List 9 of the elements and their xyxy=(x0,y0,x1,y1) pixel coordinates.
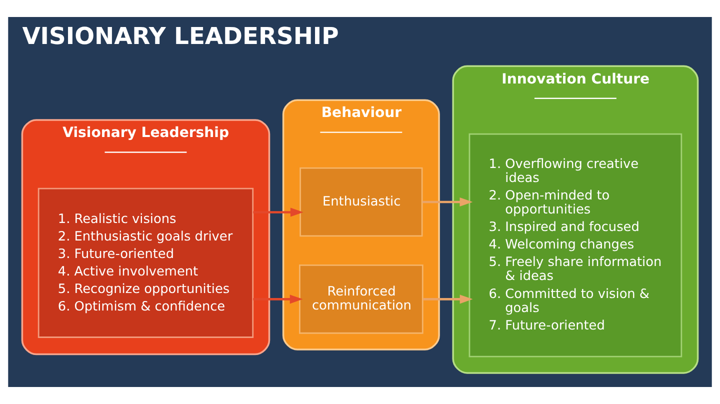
node-box: Reinforced communication xyxy=(299,264,424,334)
node-box: 1. Overflowing creative ideas 2. Open-minded to opportunities 3. Inspired and focused 4. Welcoming changes 5. Freely share information & ideas 6. Committed to vision & goals 7. Future-oriented xyxy=(468,133,682,358)
arrow xyxy=(253,208,304,217)
diagram-title: VISIONARY LEADERSHIP xyxy=(22,22,339,50)
arrow xyxy=(423,294,473,304)
arrow xyxy=(253,294,303,304)
node-box: 1. Realistic visions 2. Enthusiastic goals driver 3. Future-oriented 4. Active involvement 5. Recognize opportunities 6. Optimism & confidence xyxy=(38,188,254,338)
arrow xyxy=(422,197,473,207)
node-box: Enthusiastic xyxy=(300,167,423,237)
